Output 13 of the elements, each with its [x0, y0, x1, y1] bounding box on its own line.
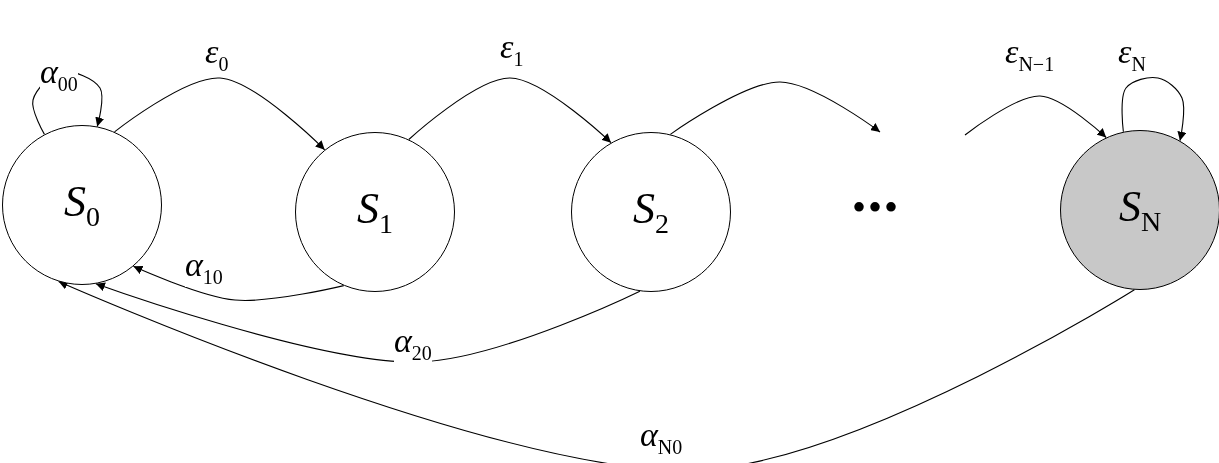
self-loop-arrow: [1121, 77, 1187, 142]
arrow: [114, 77, 326, 151]
state-label: S$_{N}$: [1118, 184, 1162, 236]
state-label: S$_{2}$: [633, 186, 669, 238]
arrow: [669, 81, 881, 135]
state-label: S$_{0}$: [64, 179, 100, 231]
state-label: S$_{1}$: [357, 186, 393, 238]
arrow: [408, 77, 612, 144]
ellipsis-text: •••: [852, 188, 900, 228]
arrow: [964, 95, 1107, 139]
arrow: [132, 265, 345, 301]
arrow: [95, 282, 641, 363]
arrow: [58, 280, 1135, 463]
